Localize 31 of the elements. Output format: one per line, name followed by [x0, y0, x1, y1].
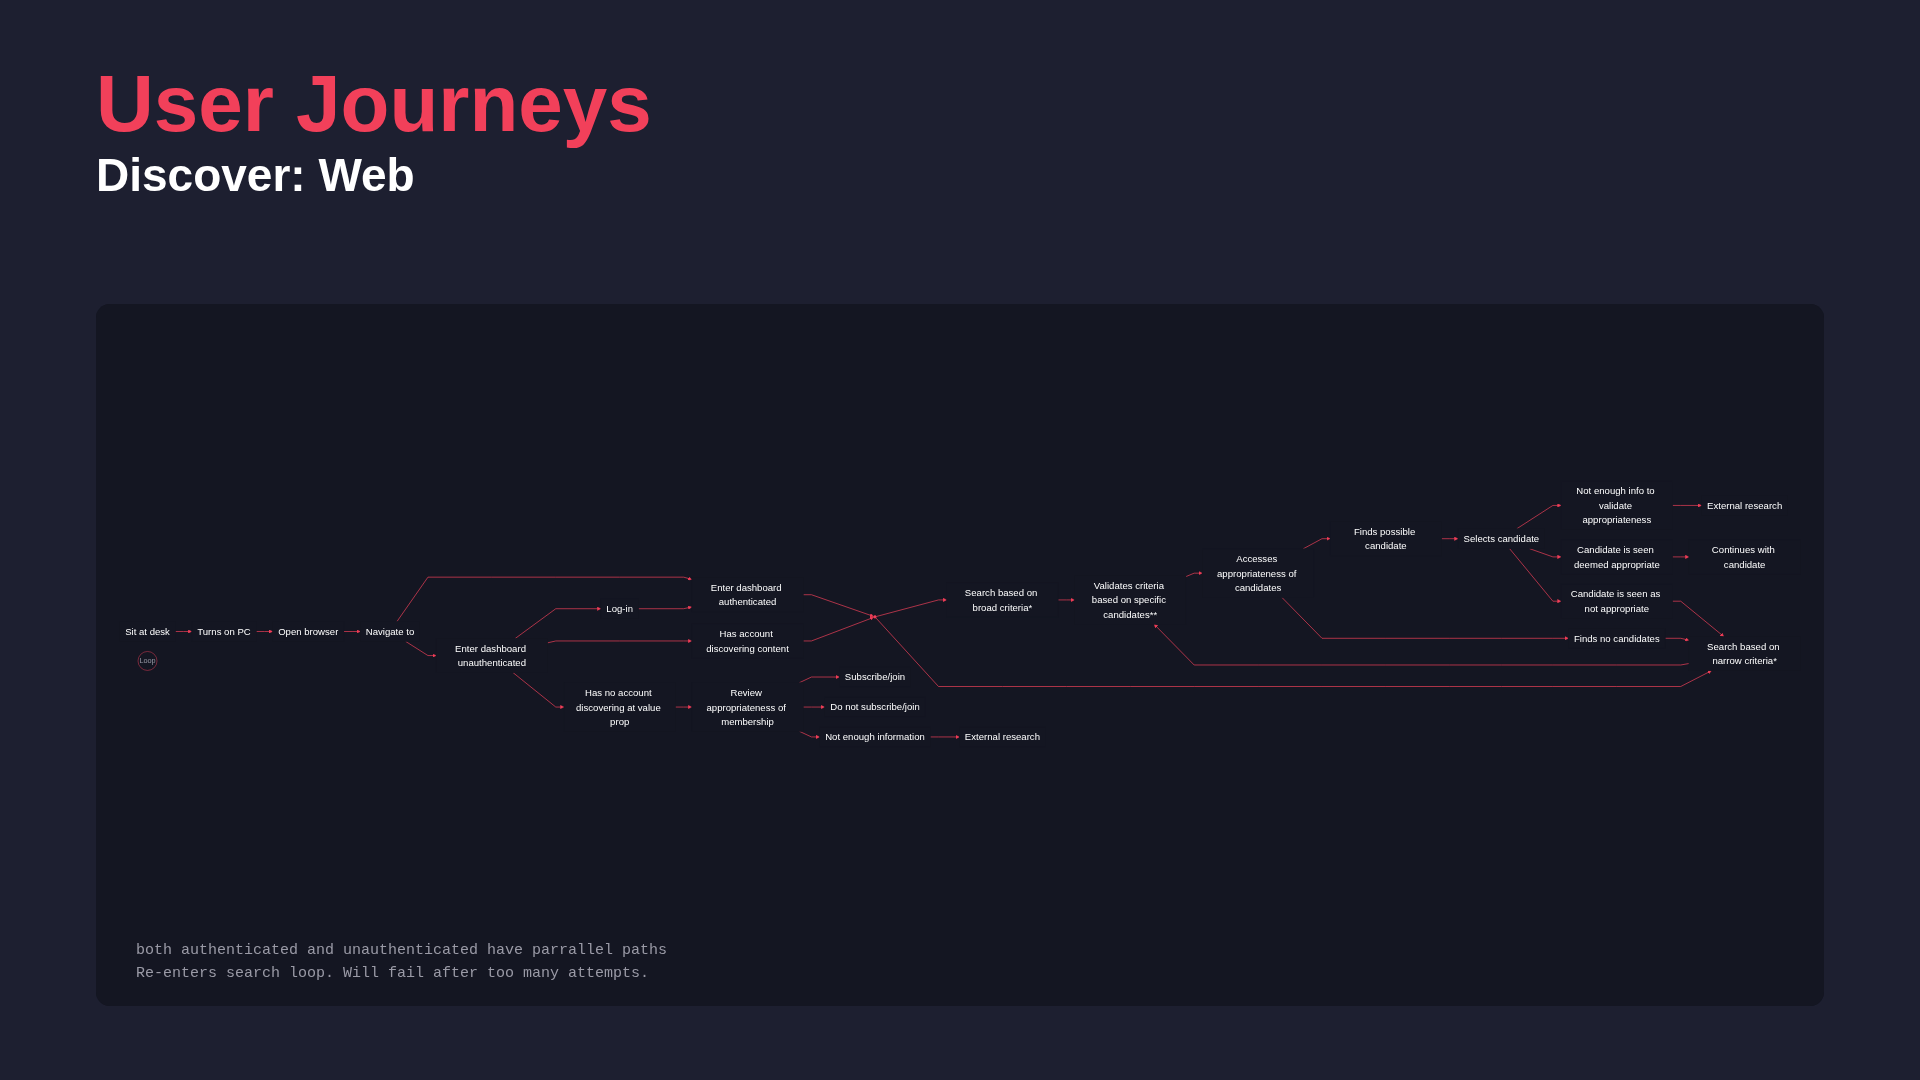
node-text: Navigate to: [365, 626, 415, 637]
node-text: Candidate is seen deemed appropriate: [1573, 544, 1660, 570]
node-text: Turns on PC: [197, 626, 251, 637]
node-text: Sit at desk: [125, 626, 170, 637]
node-text: Search based on narrow criteria*: [1707, 641, 1780, 666]
node-text: Candidate is seen as not appropriate: [1570, 588, 1661, 614]
subtitle: Discover: Web: [96, 148, 416, 202]
node-text: Continues with candidate: [1711, 544, 1775, 570]
node-text: Search based on broad criteria*: [964, 587, 1038, 613]
node-text: Review appropriateness of membership: [706, 687, 786, 727]
node-text: Accesses appropriateness of candidates: [1217, 553, 1297, 593]
node-text: Enter dashboard authenticated: [710, 582, 782, 608]
node-text: Enter dashboard unauthenticated: [455, 643, 526, 668]
node-text: Log-in: [606, 603, 634, 614]
node-text: Selects candidate: [1463, 533, 1540, 544]
node-text: Not enough information: [825, 731, 925, 743]
node-text: Open browser: [278, 626, 339, 637]
node-text: Finds possible candidate: [1353, 526, 1416, 552]
note-text: both authenticated and unauthenticated have parrallel paths: [136, 942, 668, 959]
title: User Journeys: [96, 60, 652, 148]
node-text: Finds no candidates: [1573, 632, 1660, 644]
node-text: Not enough info to validate appropriateness: [1576, 485, 1655, 525]
node-text: Validates criteria based on specific candidates**: [1091, 580, 1166, 620]
node-circle: [873, 615, 877, 619]
node-text: Has account discovering content: [706, 628, 789, 654]
node-text: Do not subscribe/join: [830, 701, 920, 713]
node-text: Subscribe/join: [844, 671, 906, 683]
note-text: Re-enters search loop. Will fail after too many attempts.: [136, 965, 651, 982]
node-text: External research: [1707, 500, 1783, 511]
node-text: Has no account discovering at value prop: [576, 687, 661, 727]
node-text: External research: [964, 731, 1040, 743]
